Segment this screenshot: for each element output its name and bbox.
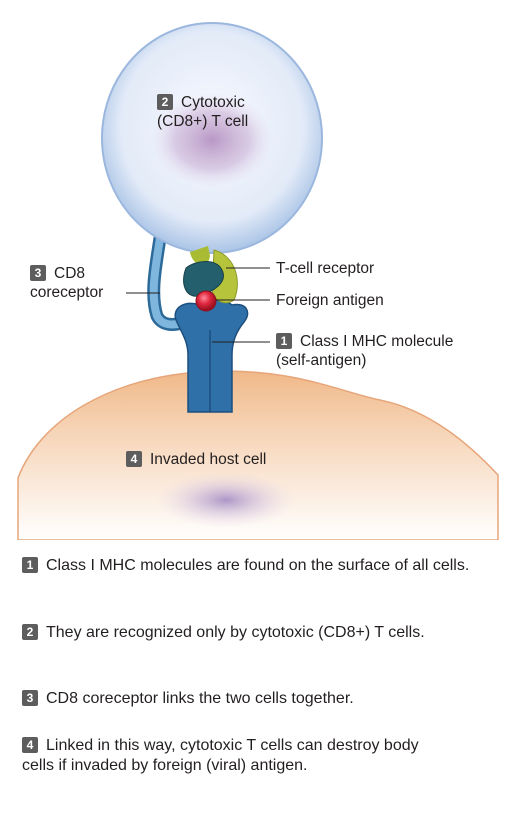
note-text: They are recognized only by cytotoxic (C… [46,624,425,641]
cd8-label-line1: CD8 [54,265,86,282]
number-badge: 4 [126,451,142,467]
host-cell-nucleus [156,472,296,528]
t-cell-label-line2: (CD8+) T cell [157,113,249,130]
mhc-label-line2: (self-antigen) [276,352,367,369]
immune-diagram [17,22,499,540]
note-2: 2 They are recognized only by cytotoxic (… [22,623,492,643]
foreign-antigen [195,290,217,312]
number-badge: 1 [22,557,38,573]
number-badge: 3 [22,690,38,706]
note-text: Class I MHC molecules are found on the s… [46,557,470,574]
host-cell-label: Invaded host cell [150,451,267,468]
label-host-cell: 4 Invaded host cell [126,450,266,469]
host-cell [17,370,499,540]
label-mhc: 1 Class I MHC molecule (self-antigen) [276,332,453,370]
label-cd8: 3 CD8 coreceptor [30,264,103,302]
t-cell-label-line1: Cytotoxic [181,94,245,111]
cd8-label-line2: coreceptor [30,284,104,301]
number-badge: 3 [30,265,46,281]
number-badge: 4 [22,737,38,753]
note-text: CD8 coreceptor links the two cells toget… [46,690,354,707]
mhc-label-line1: Class I MHC molecule [300,333,454,350]
label-antigen: Foreign antigen [276,292,384,309]
t-cell-nucleus [150,92,274,188]
label-tcr: T-cell receptor [276,260,375,277]
note-text: Linked in this way, cytotoxic T cells ca… [22,737,419,774]
t-cell-receptor [183,246,238,304]
note-3: 3 CD8 coreceptor links the two cells toge… [22,689,492,709]
note-1: 1 Class I MHC molecules are found on the … [22,556,492,576]
label-t-cell: 2 Cytotoxic (CD8+) T cell [157,93,248,131]
number-badge: 2 [157,94,173,110]
number-badge: 1 [276,333,292,349]
number-badge: 2 [22,624,38,640]
